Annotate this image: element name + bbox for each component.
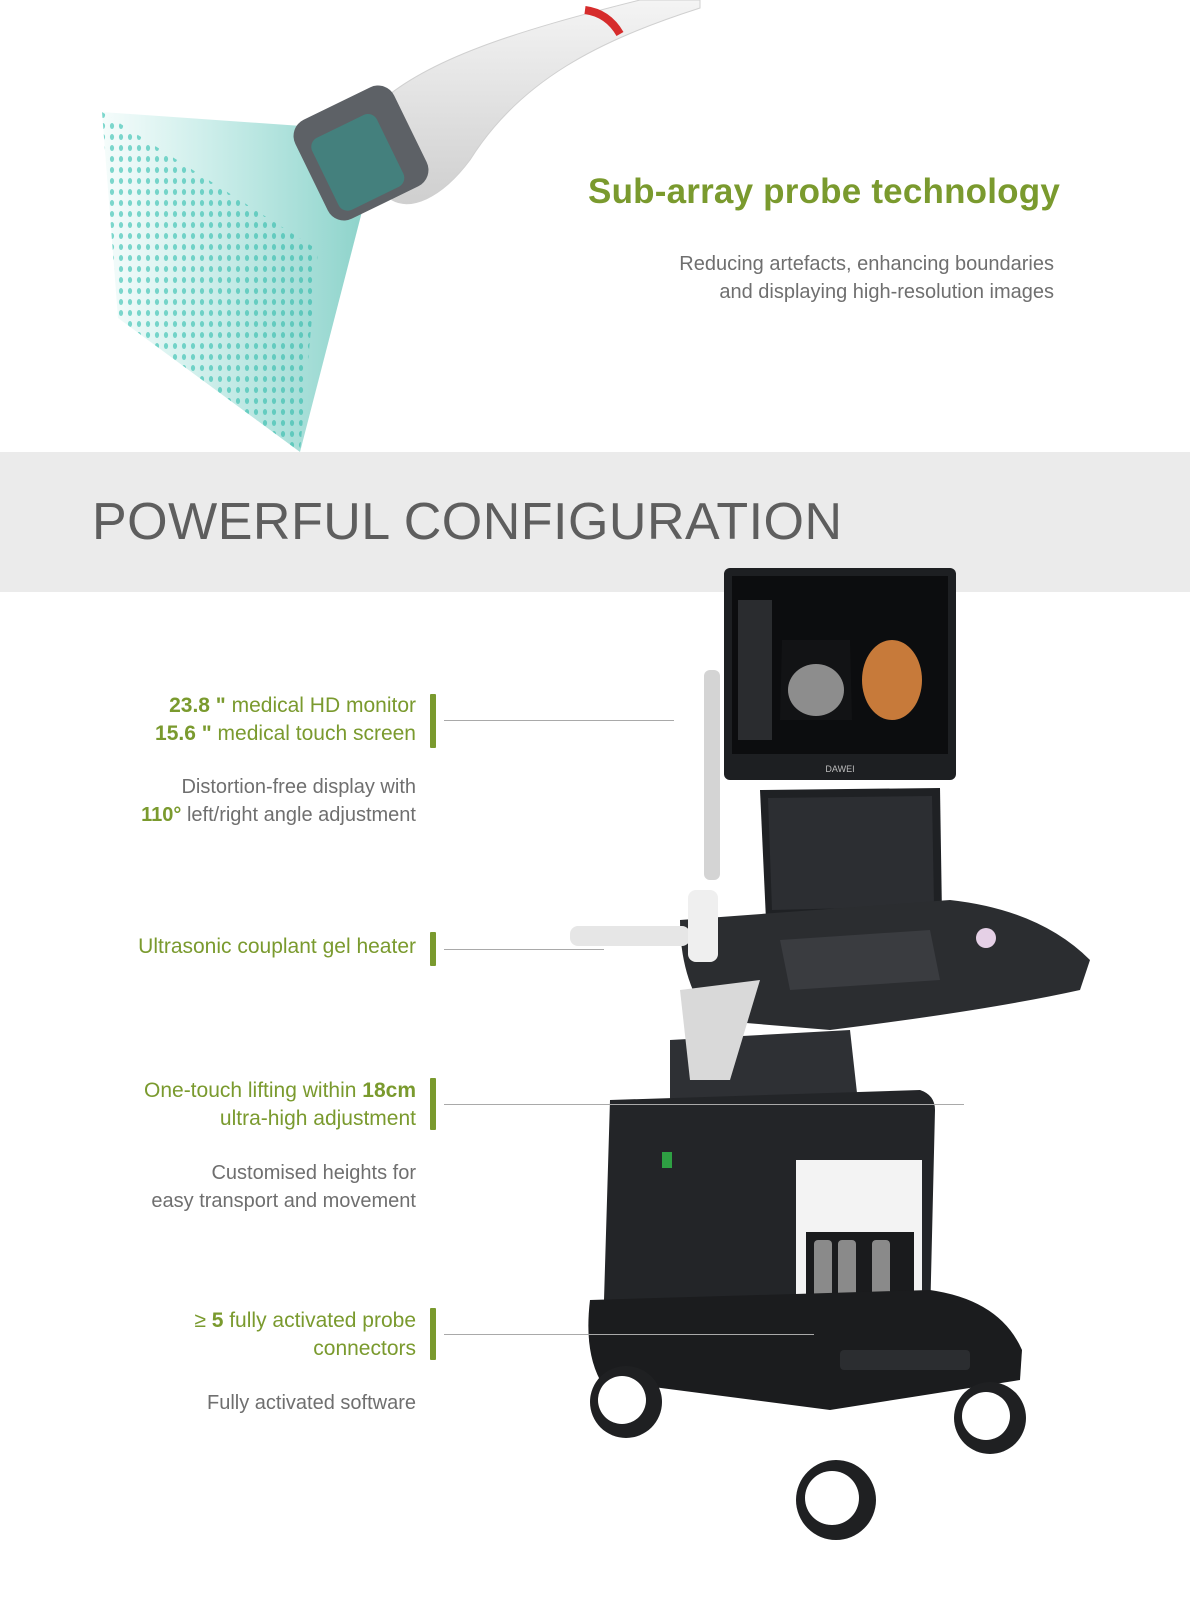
feature-marker (430, 932, 436, 966)
feature-title-line: ≥ 5 fully activated probe (0, 1307, 416, 1335)
feature-lifting-title: One-touch lifting within 18cm ultra-high… (0, 1077, 416, 1133)
feature-monitor-desc: Distortion-free display with 110° left/r… (0, 773, 416, 829)
monitor-arm (704, 670, 720, 880)
feature-title-line: ultra-high adjustment (219, 1107, 416, 1130)
hero-title: Sub-array probe technology (588, 172, 1060, 211)
gel-bottle (688, 890, 718, 962)
probe-connector (838, 1240, 856, 1300)
ultrasound-beam (102, 112, 366, 452)
probe-illustration (102, 0, 701, 452)
hero-subtitle-line: Reducing artefacts, enhancing boundaries (679, 253, 1054, 275)
probe-face (311, 113, 405, 211)
probe-cable (584, 6, 624, 37)
keyboard (780, 930, 940, 990)
feature-value: 15.6 " (155, 722, 212, 745)
feature-marker (430, 694, 436, 748)
feature-leader-line (444, 1104, 964, 1105)
feature-value: 5 (211, 1309, 224, 1332)
hero-subtitle-line: and displaying high-resolution images (719, 281, 1054, 303)
feature-leader-line (444, 720, 674, 721)
feature-desc-line: Fully activated software (207, 1392, 416, 1414)
feature-text: medical HD monitor (225, 694, 416, 717)
feature-connectors-desc: Fully activated software (0, 1389, 416, 1417)
feature-text: ≥ (194, 1309, 212, 1332)
monitor-brand: DAWEI (825, 764, 854, 774)
section-title: POWERFUL CONFIGURATION (92, 493, 843, 551)
feature-leader-line (444, 949, 604, 950)
ultrasound-scan (788, 664, 844, 716)
ultrasound-machine-illustration: DAWEI (570, 568, 1090, 1540)
feature-text: medical touch screen (211, 722, 416, 745)
feature-lifting-desc: Customised heights for easy transport an… (0, 1159, 416, 1215)
section-band (0, 452, 1190, 592)
column-cover (680, 980, 760, 1080)
wheel-hub (805, 1471, 859, 1525)
feature-monitor-title: 23.8 " medical HD monitor 15.6 " medical… (0, 692, 416, 748)
fetus-3d-render (862, 640, 922, 720)
probe-connector (814, 1240, 832, 1300)
feature-leader-line (444, 1334, 814, 1335)
feature-value: 110° (141, 804, 182, 826)
foot-pedal (840, 1350, 970, 1370)
feature-gel-heater-title: Ultrasonic couplant gel heater (0, 933, 416, 961)
feature-title-line: Ultrasonic couplant gel heater (138, 935, 416, 958)
wheel-hub (962, 1392, 1010, 1440)
feature-connectors-title: ≥ 5 fully activated probe connectors (0, 1307, 416, 1363)
feature-text: One-touch lifting within (144, 1079, 363, 1102)
monitor-sidebar (738, 600, 772, 740)
feature-title-line: 15.6 " medical touch screen (0, 720, 416, 748)
feature-desc-line: Customised heights for (211, 1162, 416, 1184)
touch-screen-display (768, 796, 934, 910)
feature-value: 18cm (362, 1079, 416, 1102)
feature-text: left/right angle adjustment (181, 804, 416, 826)
feature-title-line: One-touch lifting within 18cm (0, 1077, 416, 1105)
feature-title-line: 23.8 " medical HD monitor (0, 692, 416, 720)
feature-desc-line: easy transport and movement (151, 1190, 416, 1212)
cart-base (588, 1290, 1022, 1410)
feature-value: 23.8 " (169, 694, 226, 717)
hero-subtitle: Reducing artefacts, enhancing boundaries… (594, 250, 1054, 306)
feature-marker (430, 1308, 436, 1360)
trackball (976, 928, 996, 948)
feature-desc-line: 110° left/right angle adjustment (0, 801, 416, 829)
feature-title-line: connectors (313, 1337, 416, 1360)
wheel-hub (598, 1376, 646, 1424)
feature-desc-line: Distortion-free display with (181, 776, 416, 798)
feature-text: fully activated probe (223, 1309, 416, 1332)
gel-holder (570, 926, 690, 946)
power-indicator (662, 1152, 672, 1168)
probe-connector (872, 1240, 890, 1300)
probe-handle (371, 0, 701, 205)
feature-marker (430, 1078, 436, 1130)
